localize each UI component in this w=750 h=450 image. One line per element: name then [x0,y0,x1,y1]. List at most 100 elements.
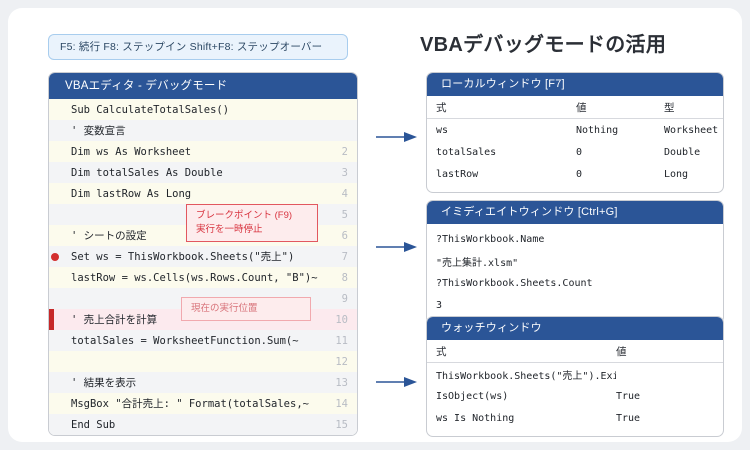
code-gutter[interactable] [49,330,61,351]
immediate-window-panel: イミディエイトウィンドウ [Ctrl+G] ?ThisWorkbook.Name… [426,200,724,324]
arrow-right-icon-to-locals [376,130,418,142]
code-gutter[interactable] [49,141,61,162]
code-gutter[interactable] [49,204,61,225]
code-line-text: Dim lastRow As Long [71,187,192,200]
code-line-text: MsgBox "合計売上: " Format(totalSales,~ [71,398,309,410]
code-gutter[interactable] [49,351,61,372]
locals-row-expr: ws [436,124,449,136]
code-gutter[interactable] [49,246,61,267]
locals-row-type: Worksheet [664,124,719,136]
immediate-line: "売上集計.xlsm" [436,257,519,269]
watch-col-expr: 式 [436,345,447,358]
watch-rows: ThisWorkbook.Sheets("売上").ExistsIsObject… [427,363,723,429]
code-line[interactable]: lastRow = ws.Cells(ws.Rows.Count, "B")~ 8 [49,267,357,288]
code-line-number: 2 [341,145,348,158]
code-line-number: 15 [335,418,348,431]
immediate-line: 3 [436,299,443,311]
code-gutter[interactable] [49,162,61,183]
immediate-window-header: イミディエイトウィンドウ [Ctrl+G] [427,201,723,224]
vba-code-body[interactable]: Sub CalculateTotalSales() ' 変数宣言 Dim ws As… [49,99,357,435]
code-gutter[interactable] [49,372,61,393]
code-gutter[interactable] [49,393,61,414]
code-line-number: 6 [341,229,348,242]
vba-editor-card: VBAエディタ - デバッグモード Sub CalculateTotalSale… [48,72,358,436]
code-line-number: 13 [335,376,348,389]
watch-col-value: 値 [616,345,627,358]
breakpoint-dot-icon[interactable] [51,252,59,261]
page-container: F5: 続行 F8: ステップイン Shift+F8: ステップオーバー VBA… [8,8,742,442]
breakpoint-callout: ブレークポイント (F9) 実行を一時停止 [186,204,318,242]
breakpoint-callout-line1: ブレークポイント (F9) [196,210,293,221]
immediate-lines[interactable]: ?ThisWorkbook.Name "売上集計.xlsm" ?ThisWorkbo… [427,228,723,316]
code-line[interactable]: Dim lastRow As Long 4 [49,183,357,204]
code-gutter[interactable] [49,225,61,246]
code-gutter[interactable] [49,288,61,309]
code-line[interactable]: End Sub 15 [49,414,357,435]
code-gutter[interactable] [49,309,61,330]
code-line-number: 9 [341,292,348,305]
watch-row-value: True [616,412,641,424]
watch-window-header: ウォッチウィンドウ [427,317,723,340]
code-line-text: Dim totalSales As Double [71,166,223,179]
watch-window-panel: ウォッチウィンドウ 式 値 ThisWorkbook.Sheets("売上").… [426,316,724,437]
code-line-number: 3 [341,166,348,179]
table-row[interactable]: ws Nothing Worksheet [427,119,723,141]
immediate-line: ?ThisWorkbook.Name [436,233,545,245]
code-line[interactable]: Dim totalSales As Double 3 [49,162,357,183]
code-line[interactable]: ' 結果を表示 13 [49,372,357,393]
code-line-number: 8 [341,271,348,284]
locals-row-expr: totalSales [436,146,497,158]
immediate-line: ?ThisWorkbook.Sheets.Count [436,277,593,289]
locals-window-panel: ローカルウィンドウ [F7] 式 値 型 ws Nothing Worksheet t… [426,72,724,193]
locals-row-expr: lastRow [436,168,479,180]
locals-row-type: Long [664,168,689,180]
code-line-text: Sub CalculateTotalSales() [71,103,230,116]
code-line-number: 7 [341,250,348,263]
table-row[interactable]: IsObject(ws)True [427,385,723,407]
code-line[interactable]: totalSales = WorksheetFunction.Sum(~11 [49,330,357,351]
code-line-number: 5 [341,208,348,221]
code-line-text: End Sub [71,418,116,431]
arrow-right-icon-to-watch [376,375,418,387]
locals-column-headers: 式 値 型 [427,96,723,119]
code-gutter[interactable] [49,414,61,435]
code-line-text: ' 結果を表示 [71,377,137,389]
locals-row-value: 0 [576,168,583,180]
arrow-right-icon-to-immediate [376,240,418,252]
code-gutter[interactable] [49,120,61,141]
code-line-number: 12 [335,355,348,368]
code-line-number: 4 [341,187,348,200]
code-gutter[interactable] [49,183,61,204]
current-line-callout: 現在の実行位置 [181,297,311,321]
code-line-text: ' 変数宣言 [71,125,126,137]
code-line-number: 10 [335,313,348,326]
locals-panel-spacer [427,185,723,192]
table-row[interactable]: lastRow 0 Long [427,163,723,185]
code-gutter[interactable] [49,267,61,288]
watch-row-expr: ThisWorkbook.Sheets("売上").Exists [436,370,616,382]
locals-row-value: Nothing [576,124,619,136]
locals-window-header: ローカルウィンドウ [F7] [427,73,723,96]
code-gutter[interactable] [49,99,61,120]
code-line[interactable]: Set ws = ThisWorkbook.Sheets("売上") 7 [49,246,357,267]
watch-column-headers: 式 値 [427,340,723,363]
table-row[interactable]: ThisWorkbook.Sheets("売上").Exists [427,363,723,385]
code-line[interactable]: 12 [49,351,357,372]
current-line-marker-icon [49,309,54,330]
code-line-number: 14 [335,397,348,410]
watch-row-expr: IsObject(ws) [436,390,509,402]
code-line[interactable]: MsgBox "合計売上: " Format(totalSales,~ 14 [49,393,357,414]
code-line-text: Set ws = ThisWorkbook.Sheets("売上") [71,251,295,263]
code-line[interactable]: Sub CalculateTotalSales() [49,99,357,120]
code-line[interactable]: ' 変数宣言 [49,120,357,141]
code-line-text: lastRow = ws.Cells(ws.Rows.Count, "B")~ [71,271,318,284]
locals-col-type: 型 [664,101,675,114]
code-line-number: 11 [335,334,348,347]
watch-panel-spacer [427,429,723,436]
locals-row-type: Double [664,146,701,158]
locals-col-expr: 式 [436,101,447,114]
